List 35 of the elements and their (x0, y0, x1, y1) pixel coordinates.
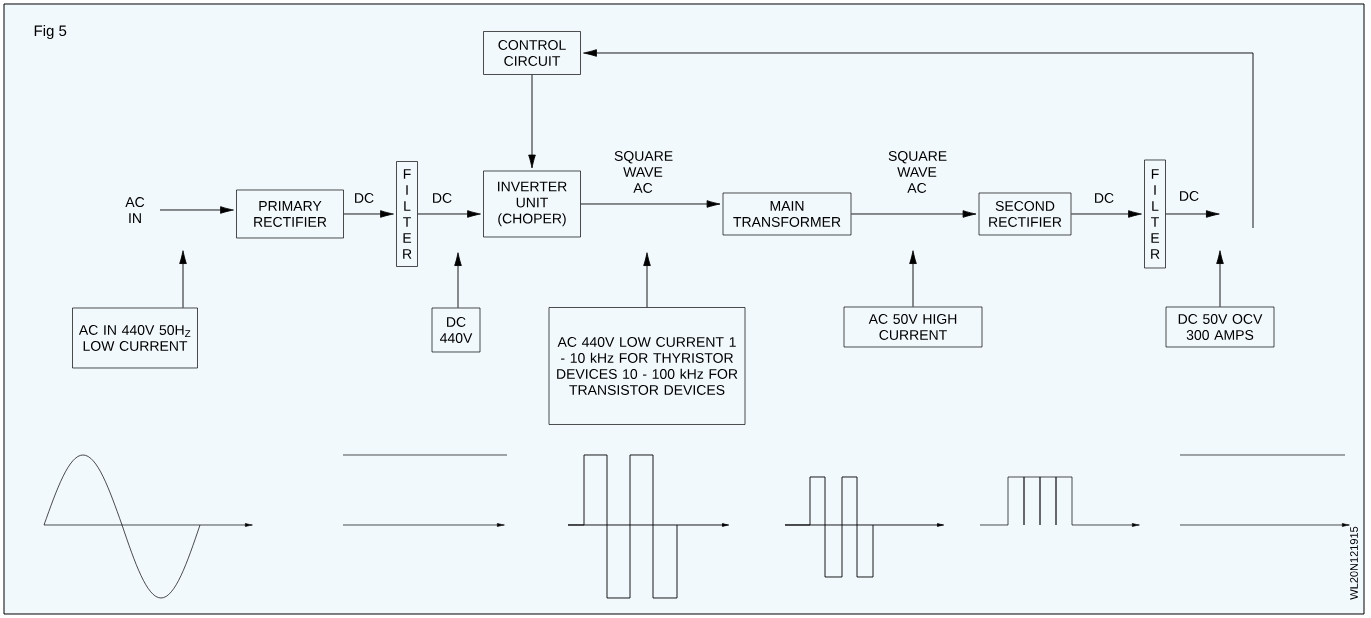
block-box: F I L T E R (396, 161, 418, 267)
edge-label: DC (352, 192, 376, 204)
block-box: F I L T E R (1144, 159, 1166, 269)
arrow (1165, 210, 1220, 218)
block-box: AC 50V HIGH CURRENT (843, 306, 983, 348)
arrow (583, 49, 1254, 229)
figure-title: Fig 5 (34, 25, 67, 39)
arrow (454, 252, 462, 309)
edge-label: SQUARE WAVE AC (887, 150, 947, 194)
edge-label: DC (1092, 192, 1116, 204)
block-box: AC 440V LOW CURRENT 1 - 10 kHz FOR THYRISTOR DEVICES 10 - 100 kHz FOR TRANSISTOR DEVICES (548, 307, 746, 425)
arrow (909, 250, 917, 308)
block-box: INVERTER UNIT (CHOPER) (483, 170, 581, 238)
edge-label: SQUARE WAVE AC (613, 150, 673, 194)
arrow (643, 252, 651, 308)
figure-code: WL20N121915 (1350, 526, 1358, 600)
arrow (417, 210, 481, 218)
block-box: DC 440V (431, 307, 481, 353)
arrow (580, 200, 721, 208)
block-box: SECOND RECTIFIER (978, 192, 1072, 236)
block-box: PRIMARY RECTIFIER (236, 189, 344, 239)
arrow (528, 74, 536, 169)
block-box: CONTROL CIRCUIT (483, 31, 581, 75)
arrow (850, 210, 977, 218)
edge-label: DC (430, 192, 454, 204)
edge-label: DC (1177, 190, 1201, 202)
arrow (1070, 210, 1142, 218)
block-box: AC IN 440V 50H$_{Z}$ LOW CURRENT (72, 307, 198, 369)
arrow (1216, 250, 1224, 308)
input-label: AC IN (125, 197, 145, 223)
block-box: DC 50V OCV 300 AMPS (1165, 306, 1275, 348)
arrow (159, 206, 234, 214)
arrow (179, 250, 187, 309)
block-box: MAIN TRANSFORMER (722, 192, 852, 236)
arrow (343, 210, 394, 218)
